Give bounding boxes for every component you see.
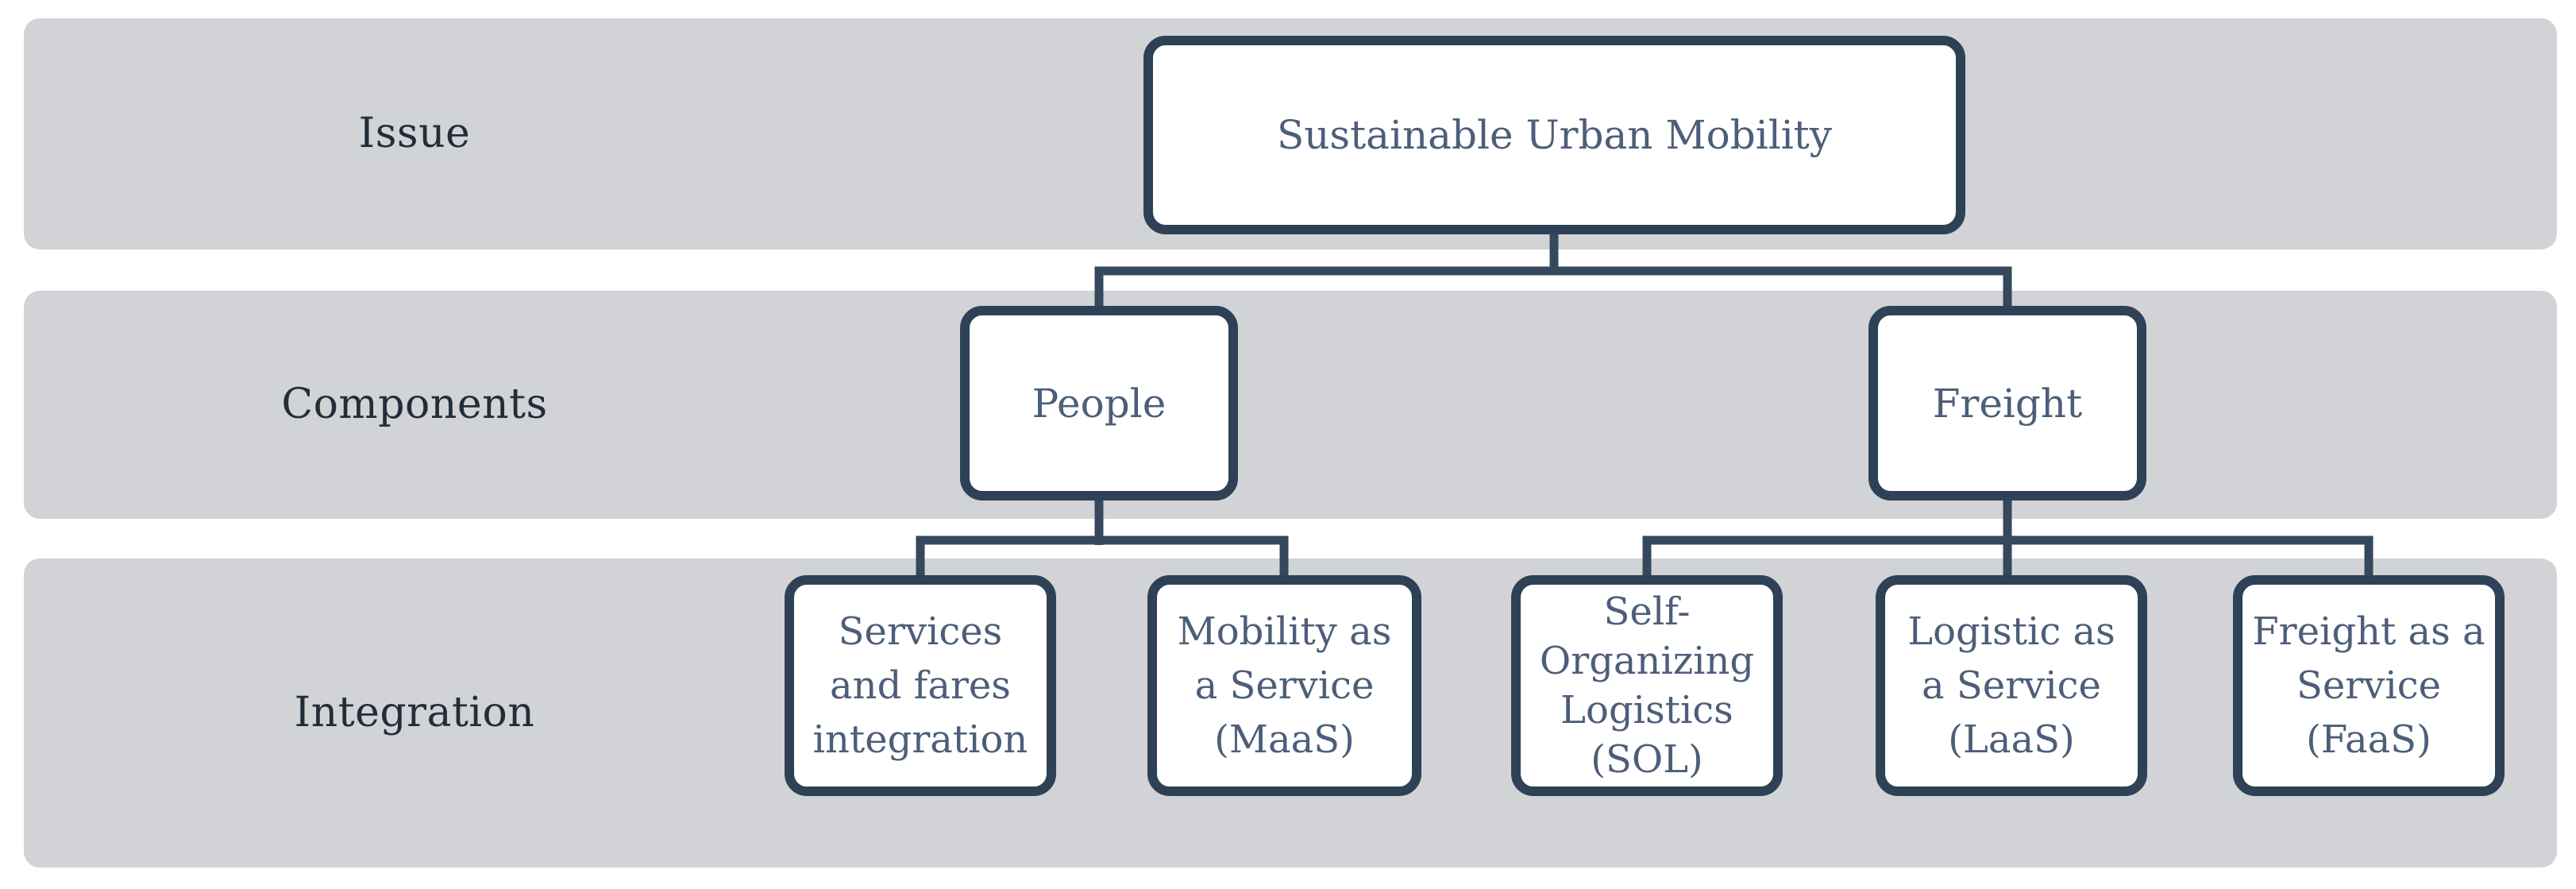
row-label-components: Components [281, 381, 548, 428]
node-mobility-as-a-service: Mobility as a Service (MaaS) [1147, 575, 1421, 796]
connector-root-bracket [1094, 266, 2012, 315]
connector-freight-bracket [1642, 535, 2374, 592]
node-freight-as-a-service: Freight as a Service (FaaS) [2233, 575, 2505, 796]
node-sustainable-urban-mobility: Sustainable Urban Mobility [1143, 36, 1965, 234]
node-freight-label: Freight [1932, 380, 2083, 427]
node-freight: Freight [1868, 306, 2146, 501]
node-people-label: People [1032, 380, 1167, 427]
node-people: People [960, 306, 1238, 501]
node-self-organizing-logistics: Self- Organizing Logistics (SOL) [1511, 575, 1783, 796]
node-logistic-as-a-service-label: Logistic as a Service (LaaS) [1907, 609, 2115, 762]
row-label-issue: Issue [358, 110, 471, 157]
node-logistic-as-a-service: Logistic as a Service (LaaS) [1876, 575, 2147, 796]
node-sustainable-urban-mobility-label: Sustainable Urban Mobility [1276, 112, 1833, 158]
node-services-and-fares-integration: Services and fares integration [785, 575, 1056, 796]
node-self-organizing-logistics-label: Self- Organizing Logistics (SOL) [1539, 589, 1755, 782]
node-services-and-fares-integration-label: Services and fares integration [812, 609, 1028, 762]
connector-people-bracket [916, 535, 1289, 592]
row-label-integration: Integration [294, 689, 535, 736]
node-freight-as-a-service-label: Freight as a Service (FaaS) [2252, 609, 2485, 762]
node-mobility-as-a-service-label: Mobility as a Service (MaaS) [1177, 609, 1392, 762]
